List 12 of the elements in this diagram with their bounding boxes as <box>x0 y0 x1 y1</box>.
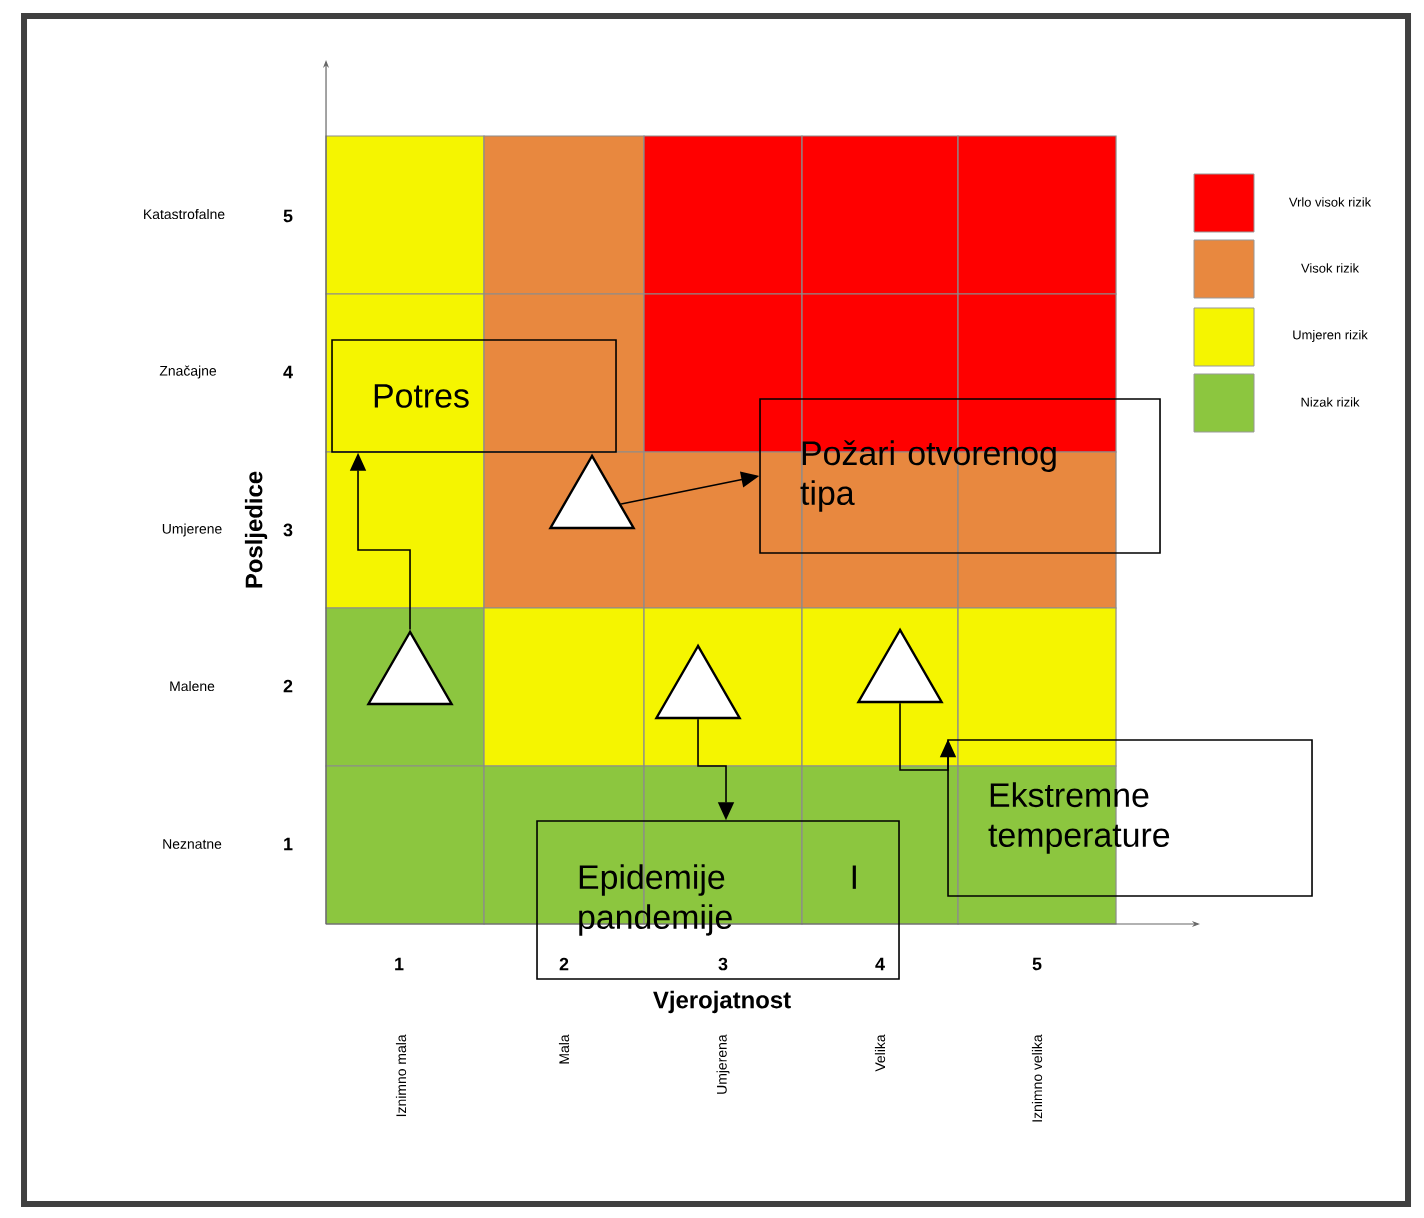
axis-number: 2 <box>283 679 293 693</box>
axis-number: 5 <box>283 209 293 223</box>
axis-number: 3 <box>283 523 293 537</box>
axis-number: 2 <box>559 957 569 971</box>
axis-number: 4 <box>283 365 293 379</box>
axis-number: 1 <box>395 957 404 971</box>
axis-title: Posljedice <box>244 471 268 588</box>
axis-number: 4 <box>875 957 885 971</box>
axis-number: 3 <box>718 957 728 971</box>
axis-number: 1 <box>284 837 293 851</box>
axis-number: 5 <box>1032 957 1042 971</box>
hazard-box: Potres <box>331 339 617 453</box>
